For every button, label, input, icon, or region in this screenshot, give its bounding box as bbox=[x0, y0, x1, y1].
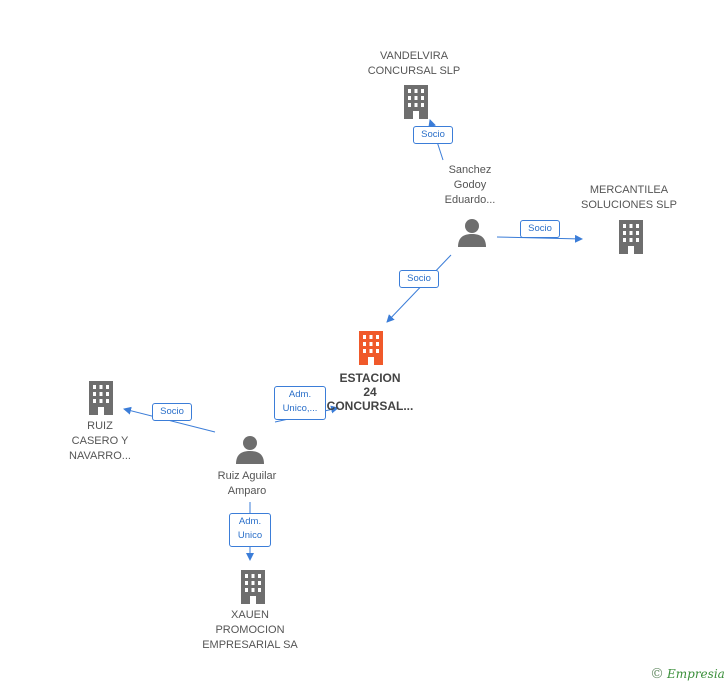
building-icon[interactable] bbox=[87, 381, 115, 415]
edge-label-socio: Socio bbox=[520, 220, 560, 238]
empresia-logo: Empresia bbox=[667, 667, 725, 681]
edge-label-socio: Socio bbox=[152, 403, 192, 421]
node-label-xauen[interactable]: XAUEN PROMOCION EMPRESARIAL SA bbox=[202, 609, 298, 651]
node-label-vandelvira[interactable]: VANDELVIRA CONCURSAL SLP bbox=[367, 50, 461, 77]
node-label-estacion[interactable]: ESTACION 24 CONCURSAL... bbox=[326, 371, 414, 413]
node-label-sanchez[interactable]: Sanchez Godoy Eduardo... bbox=[444, 164, 496, 206]
building-icon[interactable] bbox=[617, 220, 645, 254]
building-icon[interactable] bbox=[239, 570, 267, 604]
node-label-ruiz-casero[interactable]: RUIZ CASERO Y NAVARRO... bbox=[69, 420, 131, 462]
edge-sanchez-estacion bbox=[386, 254, 452, 323]
building-icon[interactable] bbox=[402, 85, 430, 119]
edge-label-socio: Socio bbox=[399, 270, 439, 288]
person-icon[interactable] bbox=[457, 217, 487, 247]
building-icon[interactable] bbox=[357, 331, 385, 365]
empresia-credit[interactable]: ©Empresia bbox=[650, 664, 728, 684]
edge-label-adm-unico: Adm. Unico,... bbox=[274, 386, 326, 420]
edge-sanchez-mercantilea bbox=[496, 234, 583, 243]
node-label-mercantilea[interactable]: MERCANTILEA SOLUCIONES SLP bbox=[581, 184, 677, 211]
person-icon[interactable] bbox=[235, 434, 265, 464]
edge-label-socio: Socio bbox=[413, 126, 453, 144]
edge-label-adm-unico: Adm. Unico bbox=[229, 513, 271, 547]
node-label-ruiz-aguilar[interactable]: Ruiz Aguilar Amparo bbox=[217, 470, 277, 497]
copyright-symbol: © bbox=[650, 666, 664, 682]
